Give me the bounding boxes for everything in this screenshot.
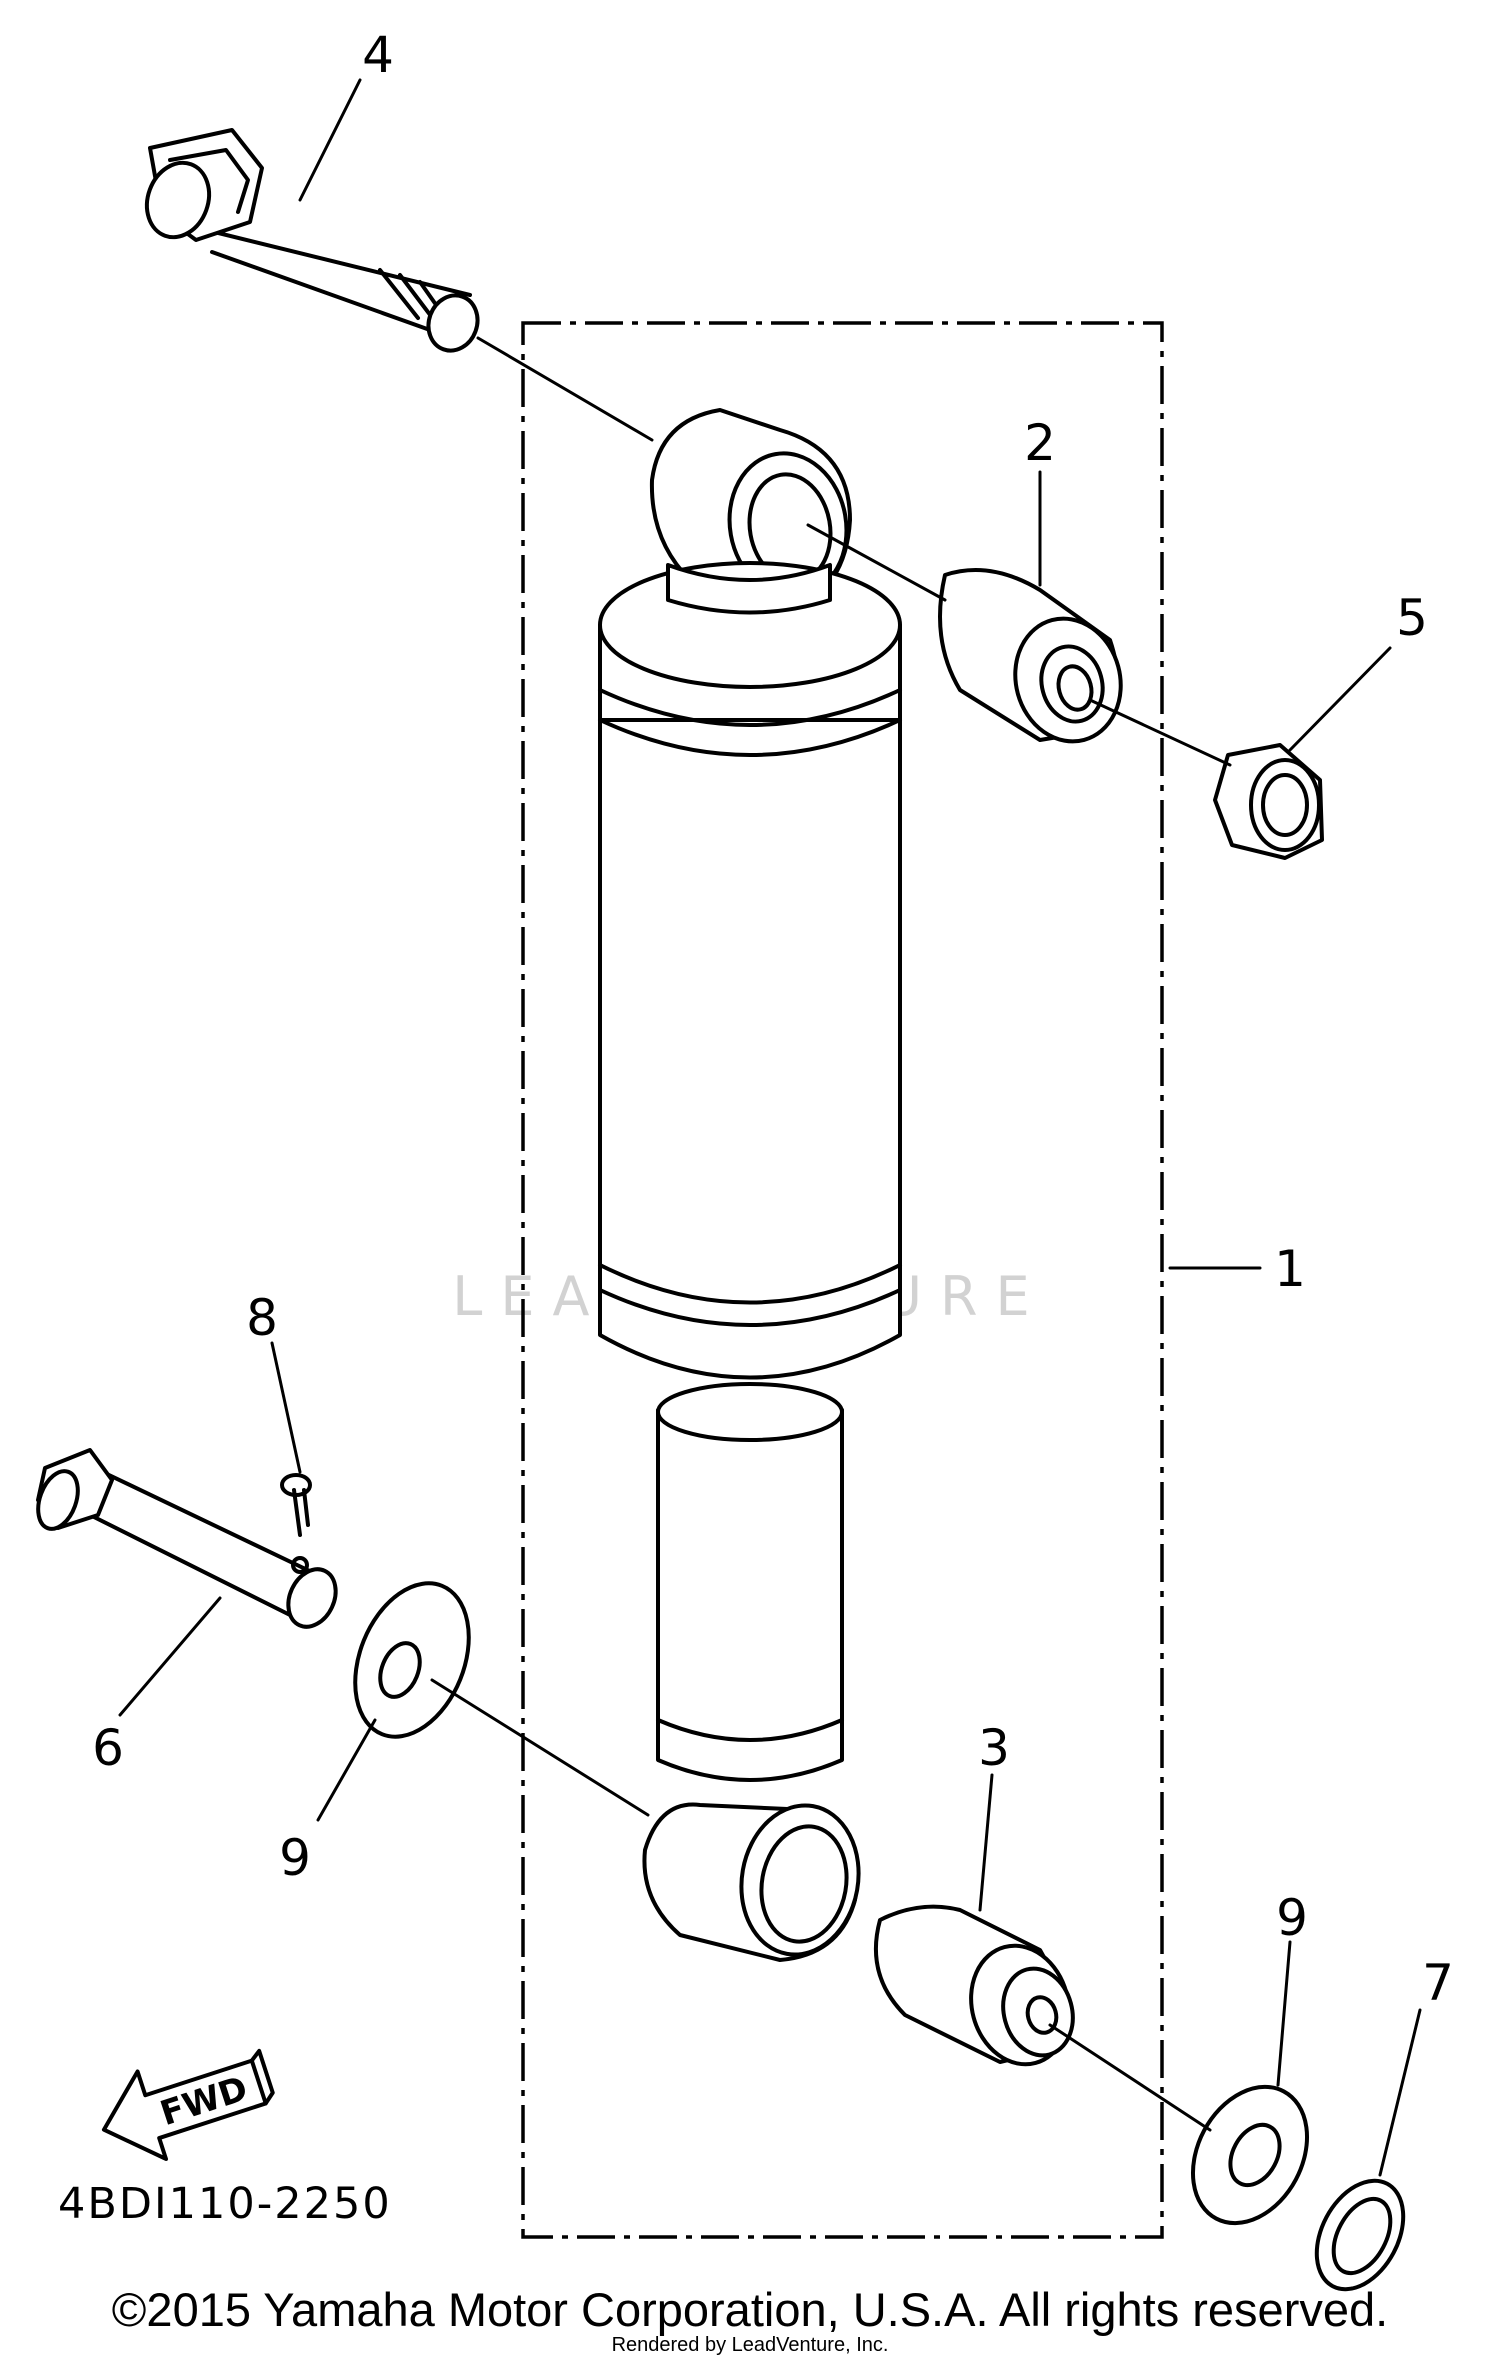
copyright-notice: ©2015 Yamaha Motor Corporation, U.S.A. A… <box>111 2283 1389 2336</box>
lower-mount-eye <box>642 1802 861 1962</box>
washer-small-part <box>1314 2178 1406 2292</box>
callout-9-left: 9 <box>279 1829 311 1887</box>
leader-lines <box>118 78 1422 2177</box>
callout-7: 7 <box>1422 1954 1454 2012</box>
callout-8: 8 <box>246 1289 278 1347</box>
upper-bushing-part <box>938 568 1123 744</box>
cotter-pin-part <box>280 1473 312 1537</box>
drawing-code: 4BDI110-2250 <box>58 2179 392 2229</box>
shock-absorber-body <box>598 561 902 1380</box>
callout-9-right: 9 <box>1276 1889 1308 1947</box>
callout-labels: 4 2 5 1 8 6 9 3 9 7 <box>92 26 1454 2012</box>
nut-part <box>1213 743 1324 860</box>
callout-5: 5 <box>1396 589 1428 647</box>
pin-part <box>36 1448 338 1629</box>
lower-bushing-part <box>873 1904 1075 2067</box>
alignment-lines <box>430 336 1232 2132</box>
callout-2: 2 <box>1024 414 1056 472</box>
shock-rod <box>656 1382 844 1782</box>
bolt-part <box>144 128 480 353</box>
assembly-boundary <box>521 321 1164 2239</box>
washer-left-part <box>353 1581 471 1739</box>
washer-right-part <box>1190 2084 1310 2226</box>
callout-4: 4 <box>362 26 394 84</box>
callout-3: 3 <box>978 1719 1010 1777</box>
callout-6: 6 <box>92 1719 124 1777</box>
fwd-arrow: FWD <box>101 2048 275 2161</box>
rendered-by-note: Rendered by LeadVenture, Inc. <box>611 2334 889 2356</box>
callout-1: 1 <box>1274 1240 1306 1298</box>
